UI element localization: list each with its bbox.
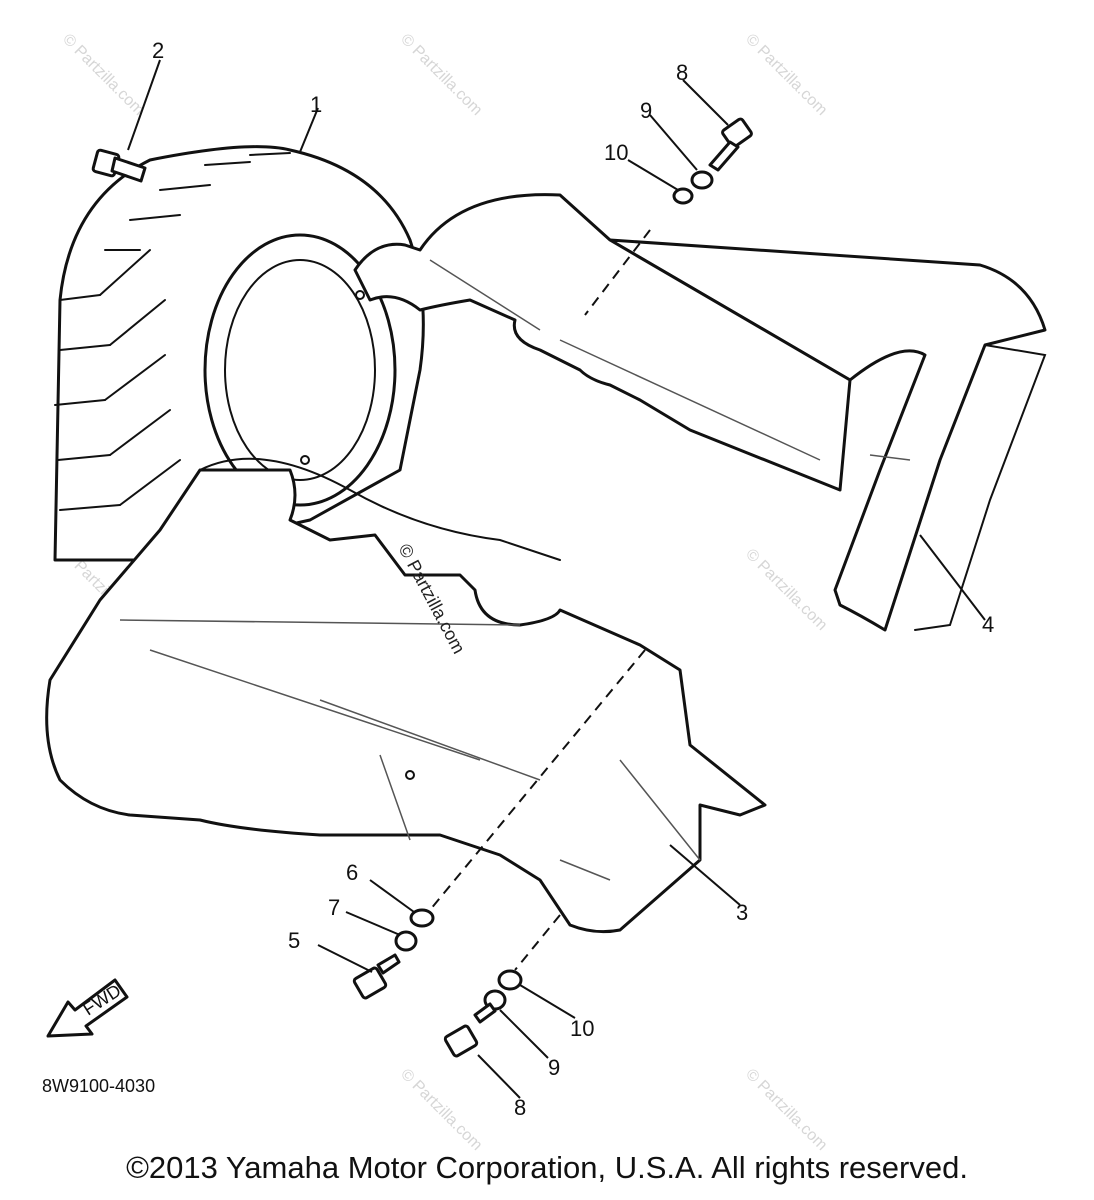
callout-10-top: 10 — [604, 140, 628, 165]
bolt-8-bottom — [443, 1002, 497, 1058]
bolt-8-top — [708, 117, 753, 172]
copyright-notice: ©2013 Yamaha Motor Corporation, U.S.A. A… — [126, 1150, 968, 1185]
collar-10-bottom — [497, 969, 523, 991]
assembly-axis-lines — [429, 229, 651, 971]
callout-8-top: 8 — [676, 60, 688, 85]
watermark-tile: © Partzilla.com — [742, 546, 830, 634]
callout-7: 7 — [328, 895, 340, 920]
collar-10-top — [672, 187, 694, 205]
callout-1: 1 — [310, 92, 322, 117]
collar-6 — [409, 908, 435, 928]
callout-5: 5 — [288, 928, 300, 953]
part-1-cooling-fan — [53, 145, 425, 562]
part-4-rear-shroud — [608, 238, 1047, 632]
callout-4: 4 — [982, 612, 994, 637]
fwd-arrow: FWD — [46, 978, 129, 1038]
watermark-tile: © Partzilla.com — [397, 31, 485, 119]
callout-labels: 2 1 8 9 10 4 3 6 7 5 10 9 8 — [152, 38, 994, 1120]
bolt-2 — [91, 148, 147, 183]
seal-edge-upper — [353, 193, 852, 492]
bolt-5 — [352, 953, 401, 1000]
callout-6: 6 — [346, 860, 358, 885]
washer-9-top — [690, 170, 714, 190]
callout-3: 3 — [736, 900, 748, 925]
callout-9-top: 9 — [640, 98, 652, 123]
part-3-lower-housing — [45, 457, 767, 934]
callout-8-bottom: 8 — [514, 1095, 526, 1120]
callout-2: 2 — [152, 38, 164, 63]
washer-7 — [394, 930, 418, 952]
callout-9-bottom: 9 — [548, 1055, 560, 1080]
watermark-tile: © Partzilla.com — [742, 31, 830, 119]
drawing-code: 8W9100-4030 — [42, 1076, 155, 1096]
watermark-tile: © Partzilla.com — [59, 31, 147, 119]
watermark-tile: © Partzilla.com — [397, 1066, 485, 1154]
callout-10-bottom: 10 — [570, 1016, 594, 1041]
watermark-tile: © Partzilla.com — [742, 1066, 830, 1154]
callout-leaders — [127, 59, 986, 1099]
